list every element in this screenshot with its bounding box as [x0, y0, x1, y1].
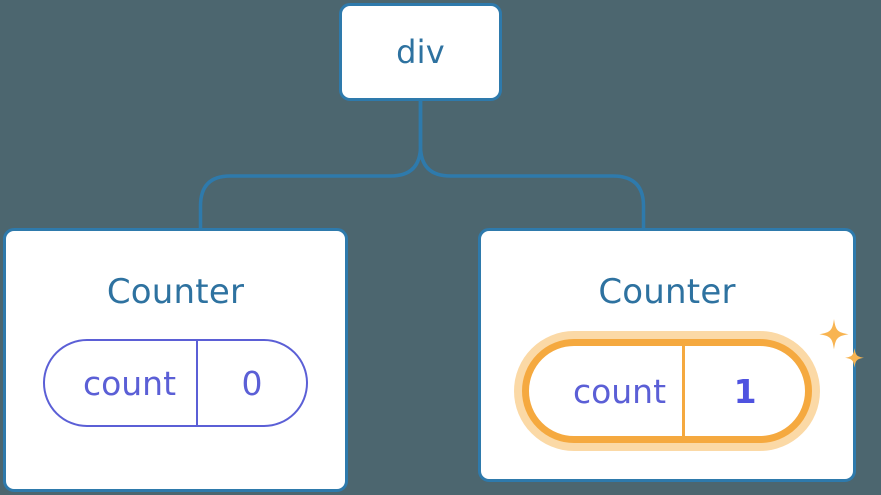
state-pill-right-value: 1 [733, 371, 757, 411]
state-pill-right-value-cell: 1 [682, 346, 805, 436]
state-pill-left-value: 0 [241, 363, 263, 403]
node-counter-left-title: Counter [106, 272, 245, 312]
state-pill-left-wrapper: count 0 [42, 339, 309, 427]
sparkle-small-icon [845, 348, 865, 368]
edge-root-to-left-counter [198, 99, 423, 231]
node-root-div[interactable]: div [339, 3, 502, 101]
state-pill-right-key: count [572, 371, 667, 411]
state-pill-left-key: count [82, 363, 177, 403]
sparkle-icon [819, 319, 865, 368]
node-root-label: div [396, 33, 445, 71]
node-counter-left[interactable]: Counter count 0 [3, 228, 348, 492]
state-pill-right-key-cell: count [529, 346, 682, 436]
state-pill-right[interactable]: count 1 [521, 339, 813, 443]
edge-root-to-right-counter [418, 99, 646, 231]
sparkle-large-icon [819, 319, 849, 350]
state-pill-left-value-cell: 0 [196, 341, 306, 425]
node-counter-right-title: Counter [598, 272, 736, 312]
state-pill-right-wrapper: count 1 [521, 319, 865, 443]
state-pill-left-key-cell: count [45, 341, 196, 425]
node-counter-right[interactable]: Counter count 1 [478, 228, 865, 482]
state-pill-left[interactable]: count 0 [42, 339, 309, 427]
